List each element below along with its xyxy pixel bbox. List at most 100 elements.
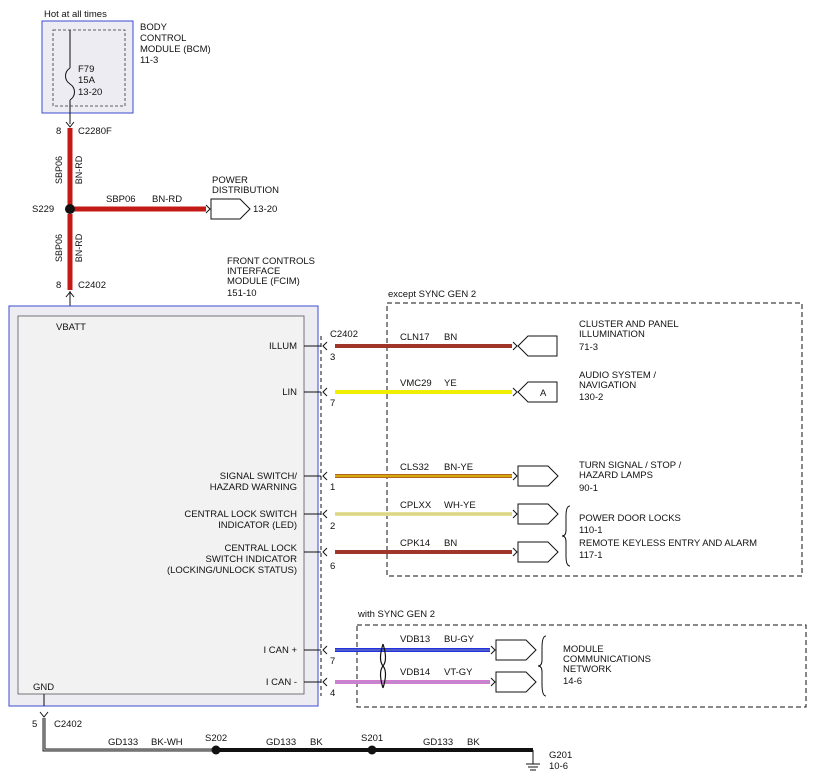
fuse-id: F79 [78,64,94,75]
pin-label-ican-plus: I CAN + [263,645,297,656]
dest-pin-turn-signal [512,471,518,481]
group-with-sync-label: with SYNC GEN 2 [357,609,435,620]
dest-pin-cluster [512,341,518,351]
dest-audio-ref: 130-2 [579,392,603,403]
wire-cpk14-color: BN [444,538,457,549]
splice-s229-label: S229 [32,204,54,215]
wire-cln17-color: BN [444,332,457,343]
gnd-pin: 5 [32,719,37,730]
group-except-sync-label: except SYNC GEN 2 [388,289,476,300]
wire-sbp06-upper-circuit: SBP06 [54,156,64,184]
pin-chevron-signal-switch [322,471,328,481]
dest-connector-keyless-icon [517,541,559,563]
pin-label-lock-status-line2: SWITCH INDICATOR [206,554,298,565]
dest-pin-ican-plus [490,645,496,655]
wire-sbp06-lower-color: BN-RD [74,233,84,262]
dest-connector-ican-minus-icon [495,671,537,693]
network-name-line1: MODULE [563,644,604,655]
wire-gd133-bkwh-stripe [43,718,216,751]
dest-door-locks-line1: POWER DOOR LOCKS [579,513,681,524]
pin-chevron-lin [322,387,328,397]
fuse-rating: 15A [78,75,96,86]
dest-connector-audio-icon [517,381,558,403]
pin-number-lock-led: 2 [330,521,335,532]
wire-cln17-circuit: CLN17 [400,332,430,343]
splice-s229-dot [65,204,75,214]
dest-door-locks-ref: 110-1 [579,525,603,536]
dest-connector-turn-signal-icon [517,465,559,487]
dest-keyless-ref: 117-1 [579,550,603,561]
pin-label-illum: ILLUM [269,341,297,352]
splice-s201-dot [367,745,377,755]
pin-label-lock-led-line1: CENTRAL LOCK SWITCH [184,509,297,520]
wire-sbp06-branch-color: BN-RD [152,194,182,205]
power-distribution-name-line1: POWER [212,175,248,186]
dest-turn-signal-ref: 90-1 [579,483,598,494]
connector-c2402-top-icon [65,291,75,298]
pin-label-signal-switch-line2: HAZARD WARNING [210,482,297,493]
gnd-seg1-color: BK-WH [151,737,183,748]
dest-pin-keyless [512,547,518,557]
fcim-vbatt-label: VBATT [56,322,86,333]
pin-number-signal-switch: 1 [330,482,335,493]
group-with-sync-gen2 [356,624,807,708]
pin-number-lin: 7 [330,398,335,409]
wire-sbp06-upper-color: BN-RD [74,155,84,184]
network-name-line3: NETWORK [563,664,612,675]
dest-cluster-line2: ILLUMINATION [579,329,645,340]
dest-cluster-line1: CLUSTER AND PANEL [579,319,679,330]
fcim-name-line1: FRONT CONTROLS [227,256,315,267]
pin-number-lock-status: 6 [330,561,335,572]
splice-s201-label: S201 [361,733,383,744]
connector-c2402-right-id: C2402 [330,329,358,340]
splice-s202-label: S202 [205,733,227,744]
dest-keyless-line1: REMOTE KEYLESS ENTRY AND ALARM [579,538,757,549]
fuse-ref: 13-20 [78,87,102,98]
wire-vmc29-circuit: VMC29 [400,378,432,389]
wire-vdb13-color: BU-GY [444,634,475,645]
fcim-ref: 151-10 [227,288,257,299]
fcim-connector-top-pin: 8 [56,280,61,291]
pin-label-signal-switch-line1: SIGNAL SWITCH/ [220,471,298,482]
pin-label-lock-status-line1: CENTRAL LOCK [225,543,298,554]
fcim-gnd-label: GND [33,682,54,693]
pin-chevron-lock-led [322,509,328,519]
gnd-seg2-color: BK [310,737,323,748]
bcm-module-box [41,20,134,114]
gnd-seg1-circuit: GD133 [108,737,138,748]
connector-c2280f-icon [65,121,75,128]
pin-label-lock-status-line3: (LOCKING/UNLOCK STATUS) [167,565,297,576]
dest-connector-cluster-icon [517,335,558,357]
wire-sbp06-branch-circuit: SBP06 [106,194,136,205]
bcm-name-line1: BODY [140,22,168,33]
dest-pin-door-locks [512,509,518,519]
power-distribution-ref: 13-20 [253,204,277,215]
power-distribution-pin-icon [205,204,211,214]
dest-connector-ican-plus-icon [495,639,537,661]
dest-connector-audio-letter: A [540,388,547,399]
pin-label-ican-minus: I CAN - [266,677,297,688]
dest-connector-door-locks-icon [517,503,559,525]
gnd-connector-id: C2402 [54,719,82,730]
network-ref: 14-6 [563,676,582,687]
fcim-name-line2: INTERFACE [227,266,280,277]
connector-c2280f-id: C2280F [78,126,112,137]
gnd-seg3-color: BK [467,737,480,748]
fuse-icon [65,67,75,101]
pin-label-lin: LIN [282,387,297,398]
bracket-locks-icon [561,505,571,567]
bracket-network-icon [537,635,547,697]
connector-c2402-bottom-icon [39,711,49,718]
wire-vdb13-circuit: VDB13 [400,634,430,645]
pin-number-illum: 3 [330,352,335,363]
header-note: Hot at all times [44,9,107,20]
splice-s202-dot [211,745,221,755]
wire-vdb14-color: VT-GY [444,667,473,678]
fcim-internal-box [17,315,305,695]
wire-vdb14-circuit: VDB14 [400,667,430,678]
gnd-seg3-circuit: GD133 [423,737,453,748]
ground-point-id: G201 [549,750,572,761]
dest-pin-ican-minus [490,677,496,687]
wire-cplxx-circuit: CPLXX [400,500,432,511]
